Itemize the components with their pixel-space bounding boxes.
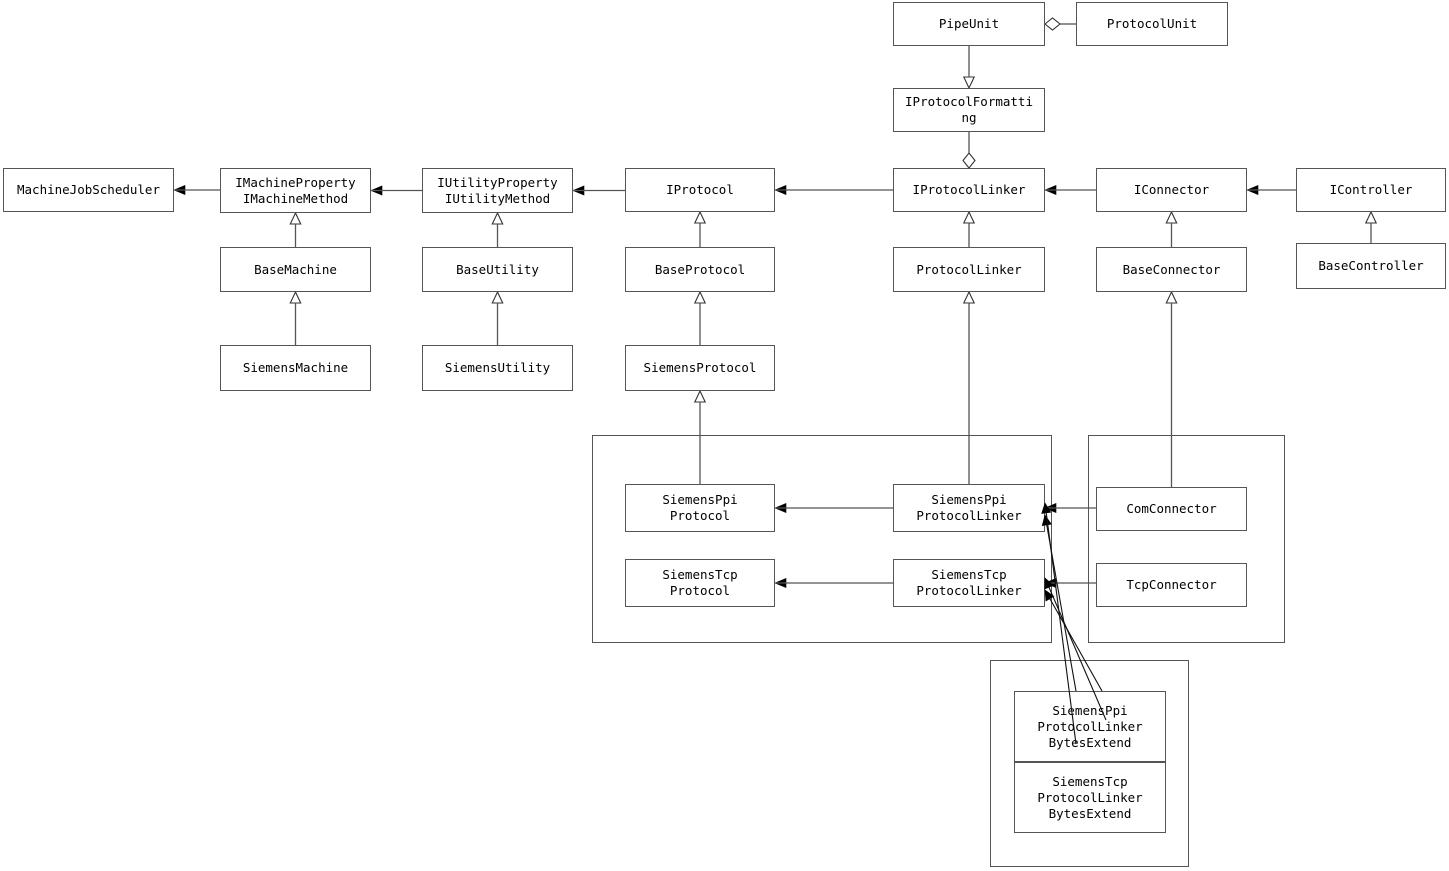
class-box-siemens-protocol[interactable]: SiemensProtocol [625,345,775,391]
class-box-iprotocol-linker[interactable]: IProtocolLinker [893,168,1045,212]
class-box-tcp-bytes-extend[interactable]: SiemensTcp ProtocolLinker BytesExtend [1014,762,1166,833]
class-box-iprotocol[interactable]: IProtocol [625,168,775,212]
class-box-base-protocol[interactable]: BaseProtocol [625,247,775,292]
class-box-iutility-property[interactable]: IUtilityProperty IUtilityMethod [422,168,573,213]
class-box-base-utility[interactable]: BaseUtility [422,247,573,292]
class-box-base-machine[interactable]: BaseMachine [220,247,371,292]
class-box-base-controller[interactable]: BaseController [1296,243,1446,289]
class-box-siemens-tcp-protocol[interactable]: SiemensTcp Protocol [625,559,775,607]
class-box-protocol-unit[interactable]: ProtocolUnit [1076,2,1228,46]
group-connectors [1088,435,1285,643]
class-box-machine-job-scheduler[interactable]: MachineJobScheduler [3,168,174,212]
class-box-icontroller[interactable]: IController [1296,168,1446,212]
class-box-ppi-bytes-extend[interactable]: SiemensPpi ProtocolLinker BytesExtend [1014,691,1166,762]
class-box-com-connector[interactable]: ComConnector [1096,487,1247,531]
class-box-siemens-ppi-protocol[interactable]: SiemensPpi Protocol [625,484,775,532]
class-box-siemens-machine[interactable]: SiemensMachine [220,345,371,391]
class-box-pipe-unit[interactable]: PipeUnit [893,2,1045,46]
group-siemens-protocols [592,435,1052,643]
class-box-iconnector[interactable]: IConnector [1096,168,1247,212]
class-box-base-connector[interactable]: BaseConnector [1096,247,1247,292]
class-box-siemens-tcp-linker[interactable]: SiemensTcp ProtocolLinker [893,559,1045,607]
class-box-tcp-connector[interactable]: TcpConnector [1096,563,1247,607]
class-box-siemens-utility[interactable]: SiemensUtility [422,345,573,391]
class-box-siemens-ppi-linker[interactable]: SiemensPpi ProtocolLinker [893,484,1045,532]
class-box-iprotocol-formatting[interactable]: IProtocolFormatti ng [893,88,1045,132]
class-box-imachine-property[interactable]: IMachineProperty IMachineMethod [220,168,371,213]
class-box-protocol-linker[interactable]: ProtocolLinker [893,247,1045,292]
